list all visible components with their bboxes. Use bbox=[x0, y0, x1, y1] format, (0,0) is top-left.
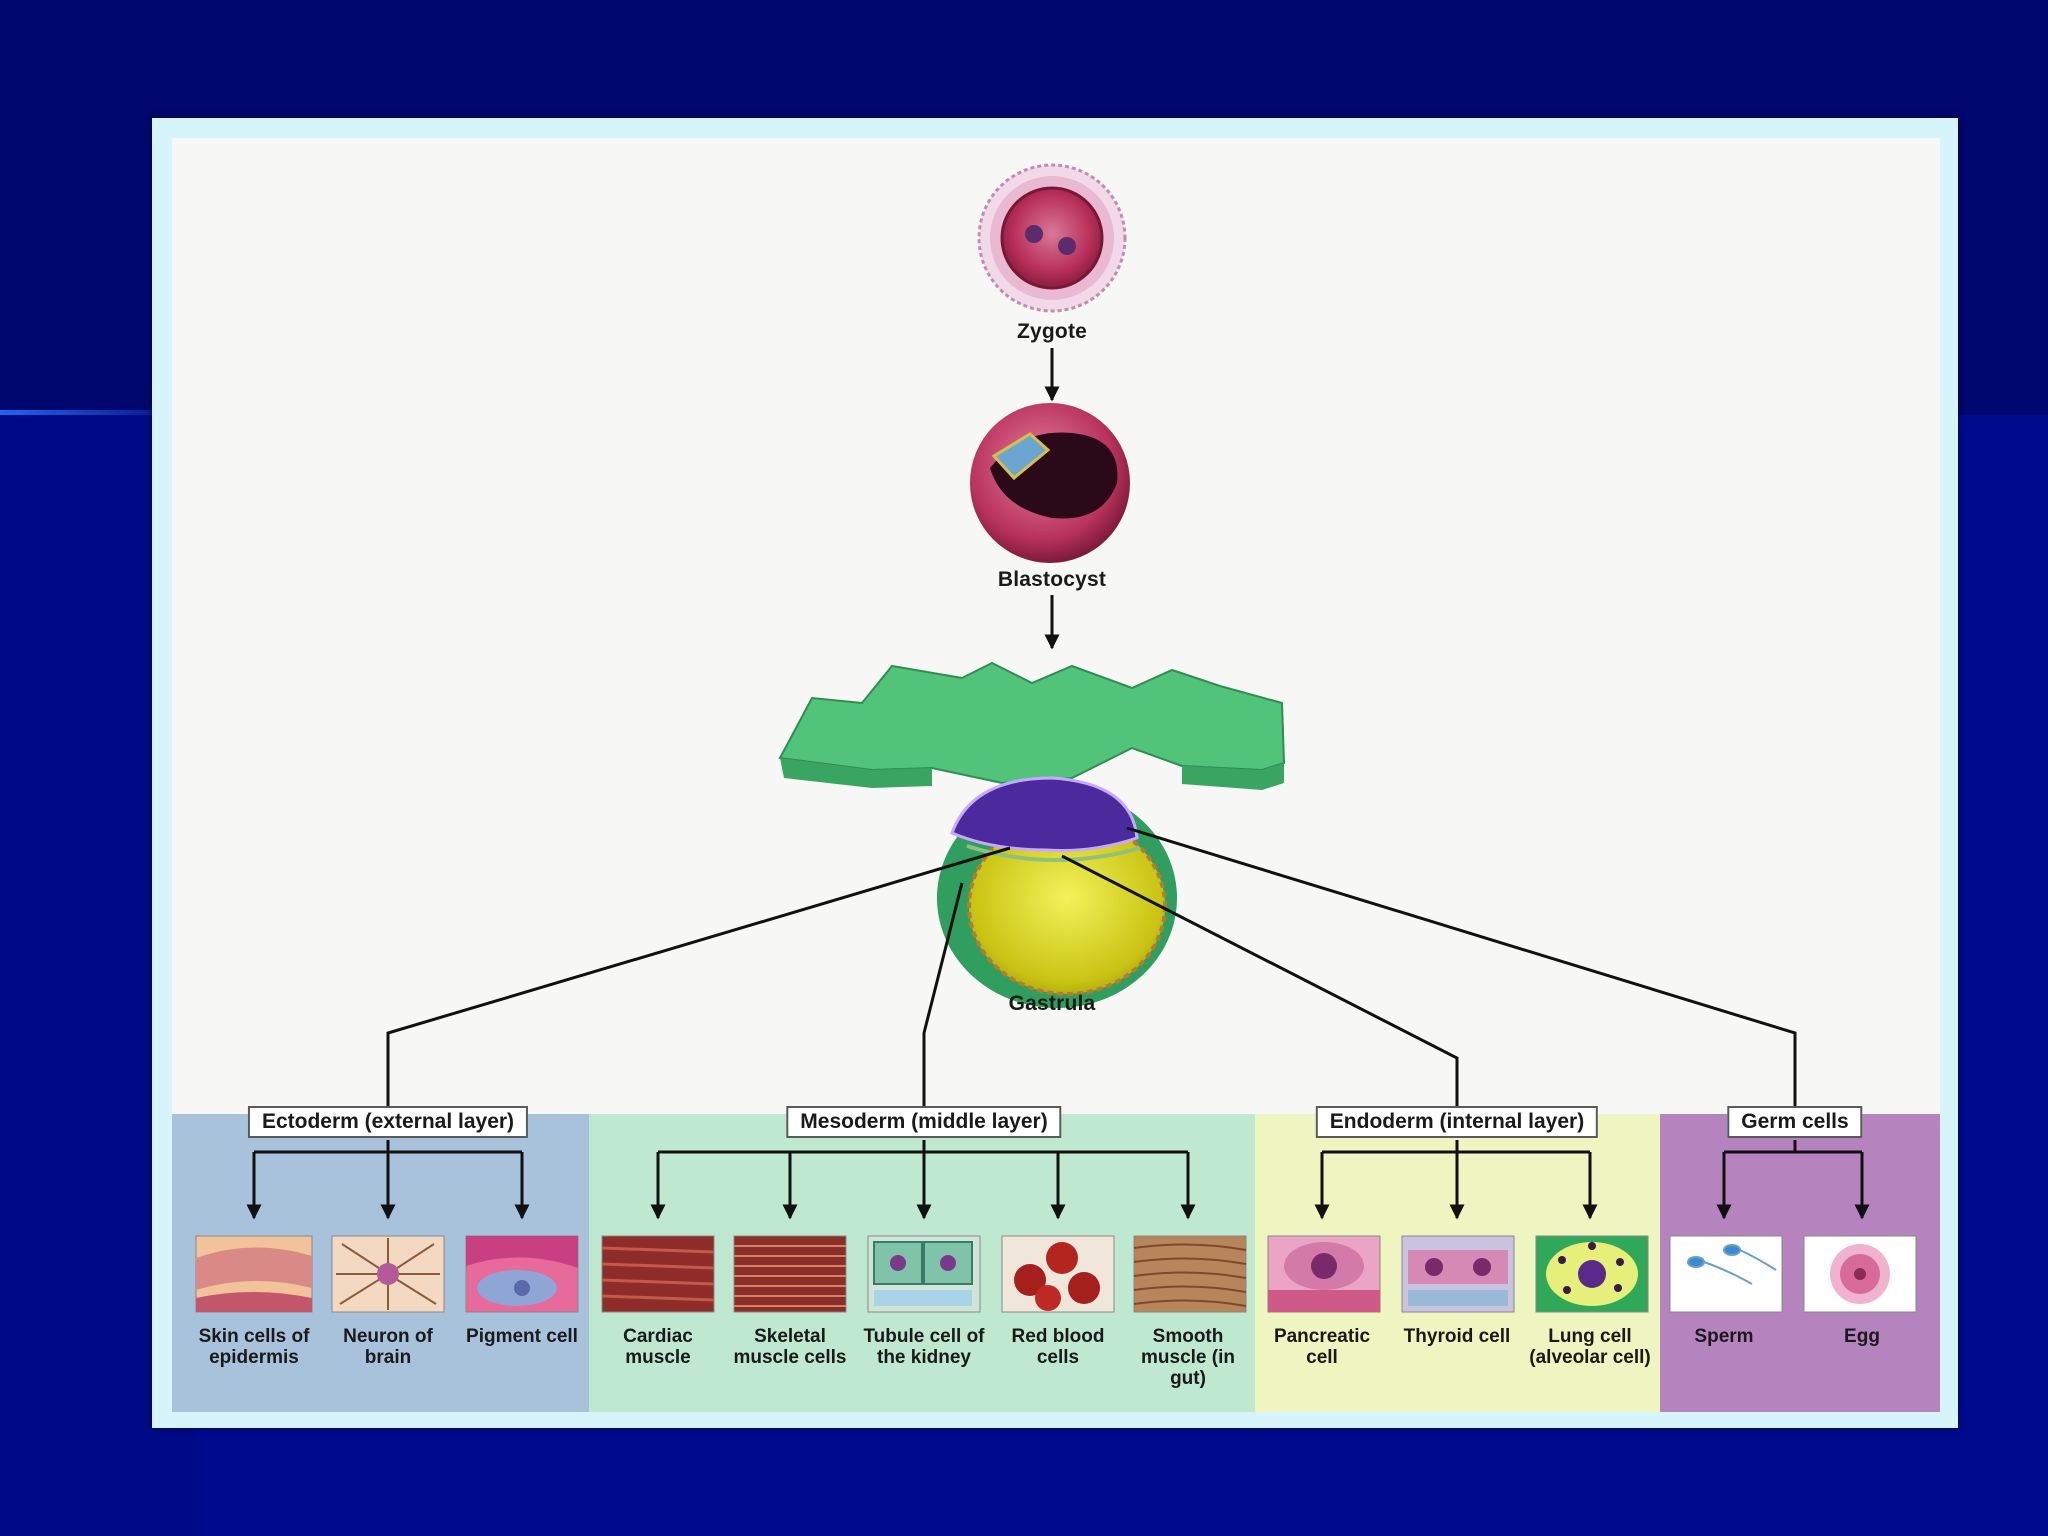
neuron-caption: Neuron of brain bbox=[343, 1326, 433, 1368]
kidney-tubule-thumbnail bbox=[867, 1235, 981, 1313]
pigment-cell-thumbnail bbox=[465, 1235, 579, 1313]
ectoderm-title: Ectoderm (external layer) bbox=[247, 1106, 529, 1138]
blastocyst-illustration bbox=[970, 403, 1130, 563]
zygote-illustration bbox=[977, 163, 1127, 313]
pigment-cell-caption: Pigment cell bbox=[466, 1326, 578, 1347]
skin-cells-caption: Skin cells of epidermis bbox=[198, 1326, 310, 1368]
blastocyst-label: Blastocyst bbox=[997, 568, 1107, 591]
cardiac-muscle-caption: Cardiac muscle bbox=[623, 1326, 693, 1368]
thyroid-cell-thumbnail bbox=[1401, 1235, 1515, 1313]
skin-cells-thumbnail bbox=[195, 1235, 313, 1313]
layer-connectors bbox=[386, 826, 1797, 1106]
smooth-muscle-thumbnail bbox=[1133, 1235, 1247, 1313]
endoderm-branches bbox=[1314, 1140, 1598, 1220]
ectoderm-branches bbox=[246, 1140, 530, 1220]
red-blood-cells-thumbnail bbox=[1001, 1235, 1115, 1313]
red-blood-cells-caption: Red blood cells bbox=[1011, 1326, 1105, 1368]
sperm-thumbnail bbox=[1669, 1235, 1783, 1313]
cardiac-muscle-thumbnail bbox=[601, 1235, 715, 1313]
egg-thumbnail bbox=[1803, 1235, 1917, 1313]
cell-thumbnails bbox=[195, 1235, 1917, 1313]
thyroid-cell-caption: Thyroid cell bbox=[1403, 1326, 1511, 1347]
germ-cells-title: Germ cells bbox=[1727, 1106, 1863, 1138]
mesoderm-branches bbox=[650, 1140, 1196, 1220]
kidney-tubule-caption: Tubule cell of the kidney bbox=[863, 1326, 985, 1368]
pancreatic-cell-caption: Pancreatic cell bbox=[1273, 1326, 1371, 1368]
lung-cell-caption: Lung cell (alveolar cell) bbox=[1529, 1326, 1651, 1368]
skeletal-muscle-caption: Skeletal muscle cells bbox=[733, 1326, 847, 1368]
neuron-thumbnail bbox=[331, 1235, 445, 1313]
skeletal-muscle-thumbnail bbox=[733, 1235, 847, 1313]
diagram-panel: Zygote Blastocyst Gastrula Ectoderm (ext… bbox=[172, 138, 1940, 1412]
mesoderm-title: Mesoderm (middle layer) bbox=[786, 1106, 1062, 1138]
zygote-label: Zygote bbox=[1016, 320, 1088, 343]
sperm-caption: Sperm bbox=[1694, 1326, 1754, 1347]
gastrula-illustration bbox=[778, 661, 1286, 1008]
gastrula-label: Gastrula bbox=[1008, 992, 1096, 1015]
slide-accent-line bbox=[0, 410, 160, 415]
pancreatic-cell-thumbnail bbox=[1267, 1235, 1381, 1313]
endoderm-title: Endoderm (internal layer) bbox=[1315, 1106, 1599, 1138]
egg-caption: Egg bbox=[1844, 1326, 1880, 1347]
lung-cell-thumbnail bbox=[1535, 1235, 1649, 1313]
smooth-muscle-caption: Smooth muscle (in gut) bbox=[1141, 1326, 1235, 1389]
diagram-canvas bbox=[172, 163, 1940, 1412]
germ-branches bbox=[1716, 1140, 1870, 1220]
